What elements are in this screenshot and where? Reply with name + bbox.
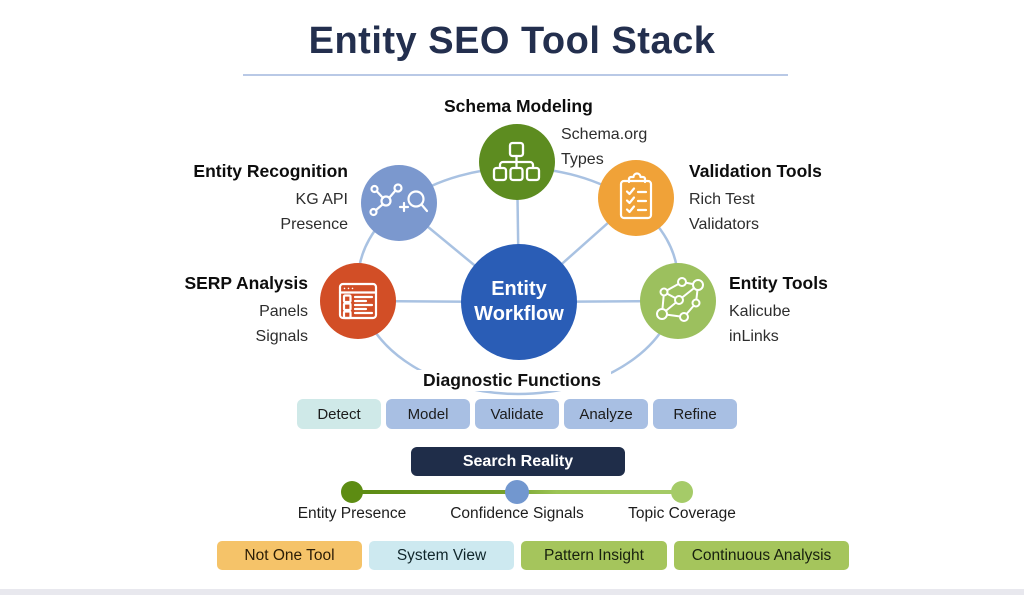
hub-label-line2: Workflow	[474, 303, 564, 325]
entity-presence-dot	[341, 481, 363, 503]
validation-tools-node	[598, 160, 674, 236]
entity-recognition-title: Entity Recognition	[193, 161, 348, 181]
function-chip-refine: Refine	[653, 399, 737, 429]
entity-recognition-node	[361, 165, 437, 241]
entity-tools-title: Entity Tools	[729, 273, 828, 293]
serp-sub-line2: Signals	[255, 328, 308, 345]
bottom-border	[0, 589, 1024, 595]
badge-continuous-analysis: Continuous Analysis	[674, 541, 849, 570]
schema-modeling-subtitle: Schema.org Types	[561, 122, 647, 172]
entity-tools-node	[640, 263, 716, 339]
schema-sub-line2: Types	[561, 151, 604, 168]
badge-not-one-tool: Not One Tool	[217, 541, 362, 570]
diagnostic-functions-heading: Diagnostic Functions	[413, 370, 611, 391]
diagnostic-function-row: Detect Model Validate Analyze Refine	[297, 399, 737, 429]
recognition-sub-line2: Presence	[280, 216, 348, 233]
entity-workflow-hub	[461, 244, 577, 360]
validation-sub-line2: Validators	[689, 216, 759, 233]
spectrum-label-confidence-signals: Confidence Signals	[450, 505, 584, 522]
tools-sub-line1: Kalicube	[729, 303, 791, 320]
validation-sub-line1: Rich Test	[689, 191, 755, 208]
schema-sub-line1: Schema.org	[561, 126, 648, 143]
serp-sub-line1: Panels	[259, 303, 308, 320]
serp-analysis-subtitle: Panels Signals	[256, 299, 308, 349]
function-chip-analyze: Analyze	[564, 399, 648, 429]
search-reality-banner: Search Reality	[411, 447, 625, 476]
badge-pattern-insight: Pattern Insight	[521, 541, 667, 570]
function-chip-detect: Detect	[297, 399, 381, 429]
entity-recognition-subtitle: KG API Presence	[280, 187, 348, 237]
page-title: Entity SEO Tool Stack	[308, 20, 716, 62]
title-underline	[243, 74, 788, 76]
topic-coverage-dot	[671, 481, 693, 503]
serp-analysis-node	[320, 263, 396, 339]
tools-sub-line2: inLinks	[729, 328, 779, 345]
principle-badge-row: Not One Tool System View Pattern Insight…	[217, 541, 849, 570]
function-chip-model: Model	[386, 399, 470, 429]
spectrum-label-topic-coverage: Topic Coverage	[628, 505, 736, 522]
entity-tools-subtitle: Kalicube inLinks	[729, 299, 790, 349]
badge-system-view: System View	[369, 541, 514, 570]
schema-modeling-title: Schema Modeling	[444, 96, 593, 116]
hub-label-line1: Entity	[491, 278, 547, 300]
network-graph-icon	[656, 277, 704, 322]
function-chip-validate: Validate	[475, 399, 559, 429]
serp-list-icon	[338, 282, 378, 320]
knowledge-graph-search-icon	[369, 183, 429, 217]
validation-tools-title: Validation Tools	[689, 161, 822, 181]
serp-analysis-title: SERP Analysis	[184, 273, 308, 293]
spectrum-label-entity-presence: Entity Presence	[297, 505, 407, 522]
confidence-signals-dot	[505, 480, 529, 504]
validation-tools-subtitle: Rich Test Validators	[689, 187, 759, 237]
hub-label: Entity Workflow	[459, 277, 579, 327]
schema-modeling-node	[479, 124, 555, 200]
recognition-sub-line1: KG API	[295, 191, 348, 208]
checklist-clipboard-icon	[619, 172, 653, 220]
sitemap-icon	[492, 141, 541, 182]
